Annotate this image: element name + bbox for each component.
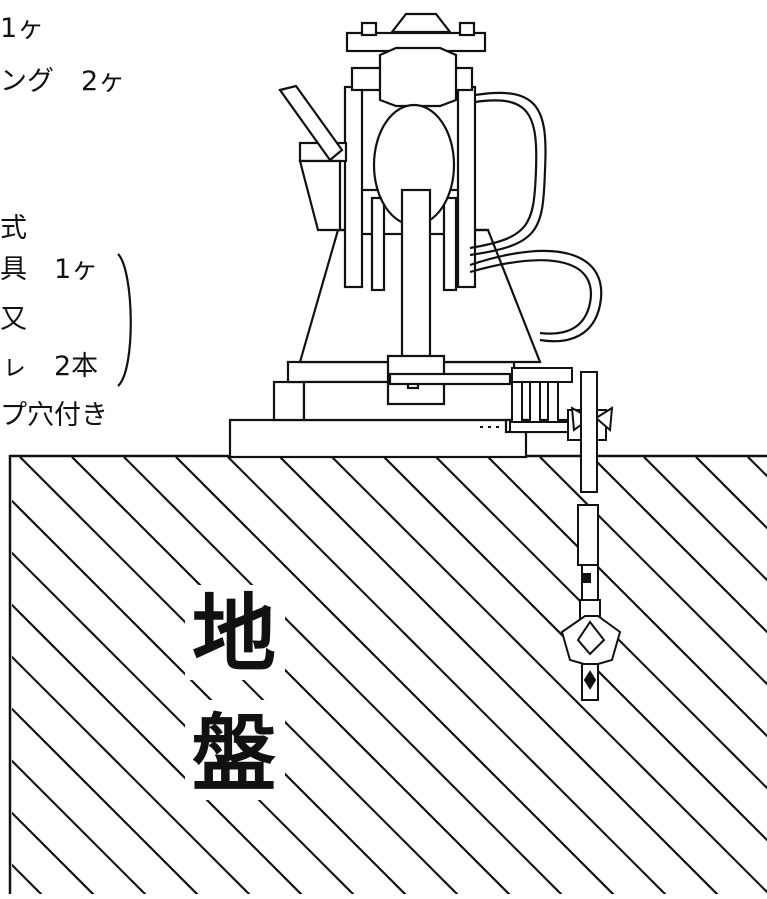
hatch-line [19,457,462,897]
hatch-line [71,457,514,897]
bracket-brace [117,253,132,387]
hatch-line [12,603,306,897]
hatch-line [12,811,98,897]
hatch-line [591,457,767,634]
label-item-6: ㇾ 2本 [0,351,99,382]
base-plate [228,360,582,459]
ground-hatching [12,457,767,897]
hatch-line [12,655,254,897]
jack-body [278,12,542,406]
ground-label-char-2: 盤 [192,705,277,803]
label-item-3: 式 [0,213,27,244]
hatch-line [643,457,767,582]
hatch-line [539,457,767,686]
hatch-line [123,457,566,897]
label-item-7: プ穴付き [0,400,108,431]
hatch-line [12,707,202,897]
label-item-1: 1ヶ [0,13,45,44]
hatch-line [12,499,410,897]
hatch-line [12,551,358,897]
ground-label-char-1: 地 [192,585,277,683]
hatch-line [487,457,767,738]
hatch-line [12,759,150,897]
anchor-rod [560,371,622,701]
hatch-line [227,457,670,897]
hydraulic-hose [469,91,603,343]
label-item-5: 又 [0,304,27,335]
hatch-line [175,457,618,897]
label-item-4: 具 1ヶ [0,254,99,285]
hatch-line [435,457,767,790]
hatch-line [279,457,722,897]
hatch-line [331,457,767,894]
label-item-2: ング 2ヶ [0,66,126,97]
hatch-line [383,457,767,842]
